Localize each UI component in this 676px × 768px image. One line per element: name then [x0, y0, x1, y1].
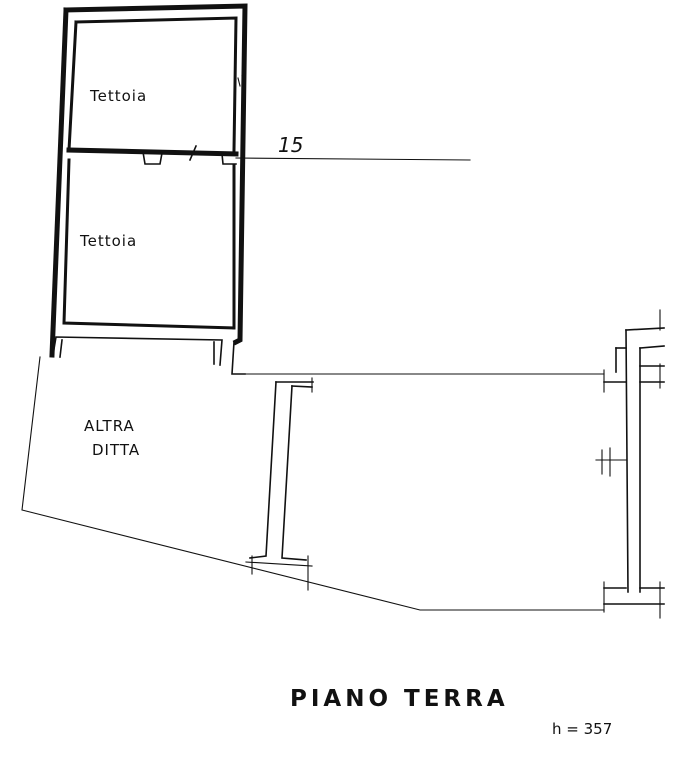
tettoia-outer-walls: [49, 3, 248, 358]
right-wall: [595, 309, 665, 619]
room-label-altra-ditta-line1: ALTRA: [84, 417, 135, 435]
altra-ditta-boundary: [21, 356, 605, 611]
room-label-tettoia-lower: Tettoia: [79, 232, 137, 250]
floor-height: h = 357: [552, 720, 612, 738]
tettoia-bottom-opening: [52, 336, 246, 375]
tettoia-dividing-beam: [66, 144, 239, 165]
central-wall: [245, 377, 314, 591]
tettoia-lower-walls: [62, 158, 236, 330]
floor-title: PIANO TERRA: [290, 686, 509, 712]
corner-mark: [237, 75, 245, 87]
dimension-line: 15: [235, 133, 471, 161]
room-label-tettoia-upper: Tettoia: [89, 87, 147, 105]
room-label-altra-ditta-line2: DITTA: [92, 441, 140, 459]
dimension-label: 15: [278, 133, 303, 157]
